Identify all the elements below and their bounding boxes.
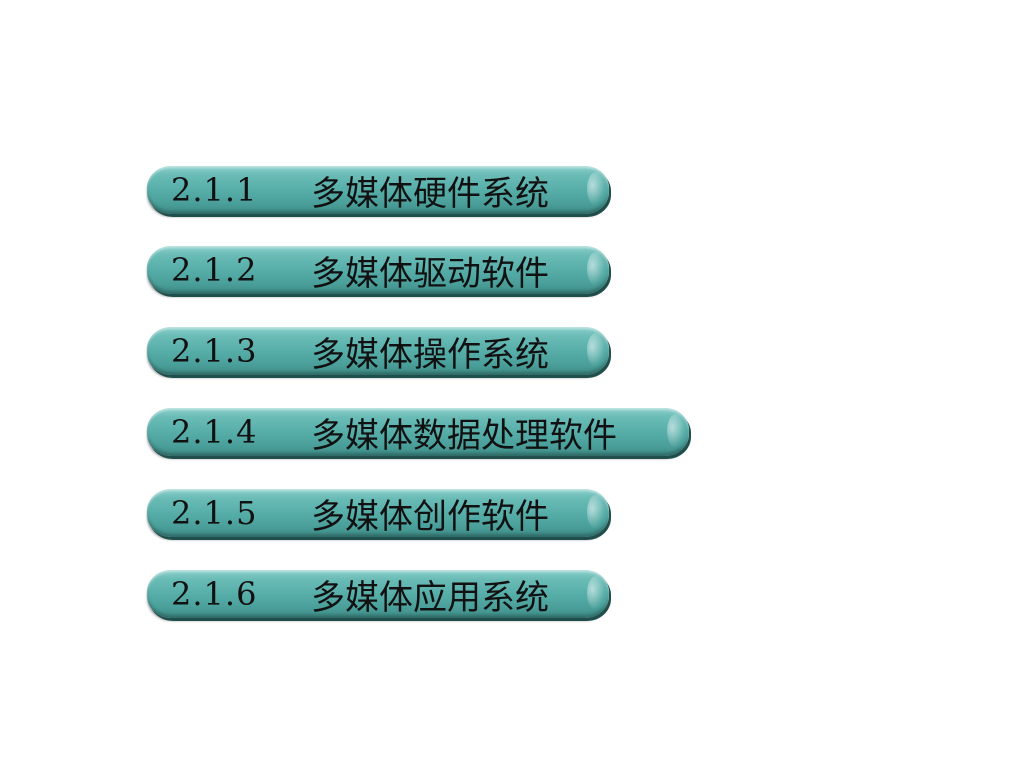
menu-item-number: 2.1.5 [171,494,258,532]
menu-item-driver-software[interactable]: 2.1.2 多媒体驱动软件 [147,246,609,294]
menu-item-title: 多媒体创作软件 [311,496,549,537]
menu-item-data-processing-software[interactable]: 2.1.4 多媒体数据处理软件 [147,408,689,456]
menu-item-number: 2.1.2 [171,251,258,289]
menu-item-number: 2.1.1 [171,171,258,209]
menu-item-title: 多媒体操作系统 [311,334,549,375]
menu-item-number: 2.1.3 [171,332,258,370]
menu-item-title: 多媒体数据处理软件 [311,415,617,456]
menu-item-application-system[interactable]: 2.1.6 多媒体应用系统 [147,570,609,618]
menu-item-title: 多媒体硬件系统 [311,173,549,214]
menu-item-hardware-system[interactable]: 2.1.1 多媒体硬件系统 [147,166,609,214]
menu-item-authoring-software[interactable]: 2.1.5 多媒体创作软件 [147,489,609,537]
menu-item-number: 2.1.4 [171,413,258,451]
menu-item-title: 多媒体应用系统 [311,577,549,618]
menu-item-number: 2.1.6 [171,575,258,613]
menu-item-title: 多媒体驱动软件 [311,253,549,294]
menu-item-operating-system[interactable]: 2.1.3 多媒体操作系统 [147,327,609,375]
